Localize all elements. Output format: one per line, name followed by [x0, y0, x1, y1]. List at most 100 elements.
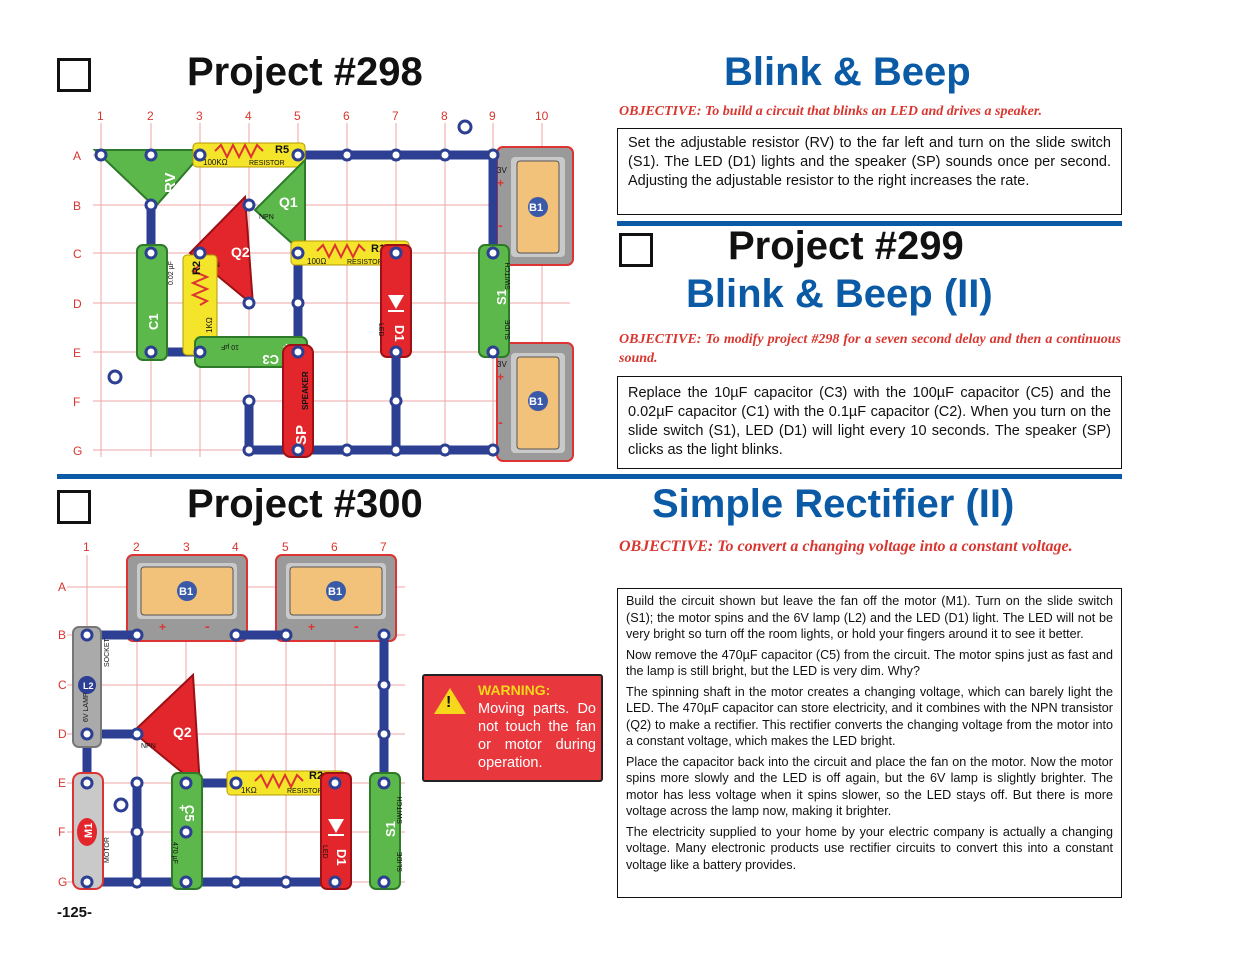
slide-switch-s1: S1 SLIDE SWITCH	[478, 244, 512, 358]
r2-label: R2	[309, 770, 323, 782]
warning-icon	[434, 688, 466, 714]
row-label-g: G	[58, 875, 67, 889]
warning-icon-mark: !	[446, 694, 452, 711]
c1-label: C1	[146, 313, 161, 330]
col-label-8: 8	[441, 109, 448, 123]
project-299-description: Replace the 10µF capacitor (C3) with the…	[617, 376, 1122, 469]
q2-label: Q2	[231, 244, 250, 260]
project-300-paragraph: Now remove the 470µF capacitor (C5) from…	[626, 647, 1113, 679]
divider-rule	[57, 474, 1122, 479]
battery-minus: -	[354, 618, 359, 634]
col-label-3: 3	[196, 109, 203, 123]
resistor-r2: R2 1KΩ RESISTOR	[226, 770, 346, 796]
battery-voltage: 3V	[497, 360, 507, 369]
r5-label: R5	[275, 144, 289, 156]
project-300-name: Simple Rectifier (II)	[652, 482, 1015, 526]
r2-value: 1KΩ	[241, 786, 257, 795]
project-299-checkbox[interactable]	[619, 233, 653, 267]
col-label-5: 5	[294, 109, 301, 123]
col-label-2: 2	[133, 540, 140, 554]
battery-label: B1	[179, 586, 193, 598]
col-label-1: 1	[83, 540, 90, 554]
project-298-name: Blink & Beep	[724, 50, 971, 94]
project-298-description: Set the adjustable resistor (RV) to the …	[617, 128, 1122, 215]
project-300-paragraph: The electricity supplied to your home by…	[626, 824, 1113, 872]
project-300-circuit-diagram: 1 2 3 4 5 6 7 A B C D E F G B1 + - B1 + …	[58, 540, 405, 890]
col-label-4: 4	[232, 540, 239, 554]
project-300-paragraph: Place the capacitor back into the circui…	[626, 754, 1113, 819]
c3-value: 10 µF	[221, 343, 239, 350]
row-label-d: D	[58, 727, 67, 741]
q2-npn: NPN	[141, 743, 156, 750]
project-299-name: Blink & Beep (II)	[686, 272, 993, 316]
project-300-description: Build the circuit shown but leave the fa…	[617, 588, 1122, 898]
battery-plus: +	[497, 370, 504, 384]
battery-minus: -	[498, 414, 503, 430]
d1-led: LED	[377, 323, 384, 337]
s1-slide: SLIDE	[505, 319, 512, 340]
battery-plus: +	[308, 620, 315, 634]
row-label-f: F	[73, 395, 80, 409]
battery-plus: +	[159, 620, 166, 634]
project-299-body: Replace the 10µF capacitor (C3) with the…	[628, 385, 1111, 458]
lamp-label: L2	[83, 681, 94, 691]
divider-rule	[617, 221, 1122, 226]
c1-value: 0.02 µF	[168, 261, 175, 285]
project-298-objective: OBJECTIVE: To build a circuit that blink…	[619, 104, 1043, 119]
battery-label: B1	[328, 586, 342, 598]
battery-minus: -	[205, 618, 210, 634]
row-label-f: F	[58, 825, 65, 839]
r1-value: 100Ω	[307, 257, 326, 266]
motor-label: M1	[83, 823, 95, 838]
resistor-r2: R2 1KΩ	[182, 254, 218, 356]
project-300-title: Project #300	[187, 482, 423, 526]
warning-box: ! WARNING: Moving parts. Do not touch th…	[422, 674, 603, 782]
project-299-objective: OBJECTIVE: To modify project #298 for a …	[619, 332, 1121, 366]
resistor-r5: R5 100KΩ RESISTOR	[192, 142, 306, 168]
battery-voltage: 3V	[497, 166, 507, 175]
row-label-e: E	[73, 346, 81, 360]
c5-label: C5	[182, 805, 197, 822]
project-298-title: Project #298	[187, 50, 423, 94]
warning-text: Moving parts. Do not touch the fan or mo…	[478, 701, 596, 771]
transistor-q2: Q2 NPN	[188, 194, 255, 308]
r5-resistor-text: RESISTOR	[249, 160, 285, 167]
snap-studs	[80, 628, 391, 889]
speaker-sp: SP SPEAKER	[282, 344, 314, 458]
battery-minus: -	[498, 217, 503, 233]
q1-label: Q1	[279, 194, 298, 210]
sp-speaker: SPEAKER	[301, 371, 310, 410]
row-label-a: A	[73, 149, 81, 163]
battery-label: B1	[529, 396, 543, 408]
project-298-checkbox[interactable]	[57, 58, 91, 92]
led-d1: D1 LED	[377, 244, 412, 358]
d1-label: D1	[334, 849, 349, 866]
row-label-d: D	[73, 297, 82, 311]
col-label-2: 2	[147, 109, 154, 123]
project-298-body: Set the adjustable resistor (RV) to the …	[628, 135, 1111, 189]
c3-label: C3	[262, 352, 279, 367]
lamp-l2: L2 6V LAMP SOCKET	[72, 626, 111, 748]
sp-label: SP	[293, 425, 310, 445]
c5-plus: +	[179, 801, 186, 815]
project-300-paragraph: Build the circuit shown but leave the fa…	[626, 594, 1113, 641]
col-label-9: 9	[489, 109, 496, 123]
row-label-c: C	[73, 247, 82, 261]
col-label-4: 4	[245, 109, 252, 123]
project-300-checkbox[interactable]	[57, 490, 91, 524]
q2-label: Q2	[173, 724, 192, 740]
warning-heading: WARNING:	[478, 682, 551, 698]
s1-switch: SWITCH	[505, 262, 512, 290]
battery-holder-bottom: B1 3V + -	[496, 342, 574, 462]
row-label-b: B	[73, 199, 81, 213]
project-298-circuit-diagram: 1 2 3 4 5 6 7 8 9 10 A B C D E F G B1 3V…	[73, 109, 574, 462]
r2-label: R2	[191, 261, 203, 275]
battery-holder-top: B1 3V + -	[496, 146, 574, 266]
r1-resistor-text: RESISTOR	[347, 259, 383, 266]
battery-holder-left: B1 + -	[126, 554, 248, 642]
project-299-title: Project #299	[728, 224, 964, 268]
page-number: -125-	[57, 904, 93, 921]
row-label-g: G	[73, 444, 82, 458]
d1-led: LED	[321, 845, 328, 859]
col-label-6: 6	[331, 540, 338, 554]
